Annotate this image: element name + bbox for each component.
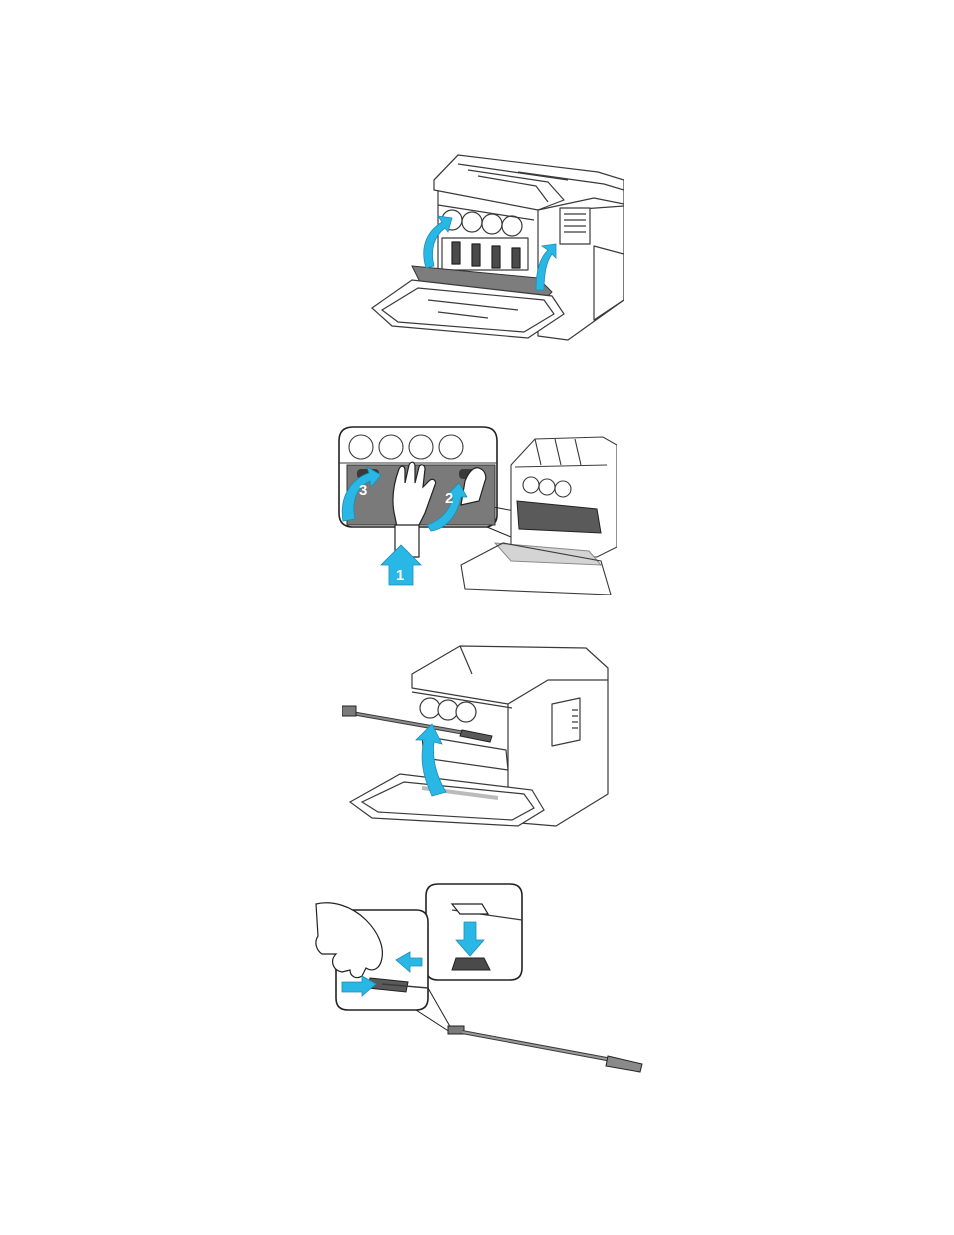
- figure-unlock-cartridge: 1 2 3: [335, 425, 617, 595]
- cleaning-rod-icon: [448, 1026, 642, 1072]
- remove-cleaning-rod-illustration: [342, 640, 612, 830]
- figure-attach-cleaning-pad: [312, 880, 646, 1080]
- callout-3: 3: [359, 482, 367, 499]
- unlock-waste-cartridge-illustration: 1 2 3: [335, 425, 617, 595]
- callout-1: 1: [396, 567, 404, 584]
- callout-2: 2: [445, 490, 453, 507]
- printer-icon: [511, 437, 617, 557]
- printer-front-cover-open-illustration: [368, 150, 624, 346]
- figure-remove-cleaning-rod: [342, 640, 612, 830]
- figure-open-cover: [368, 150, 624, 346]
- attach-cleaning-pad-illustration: [312, 880, 646, 1080]
